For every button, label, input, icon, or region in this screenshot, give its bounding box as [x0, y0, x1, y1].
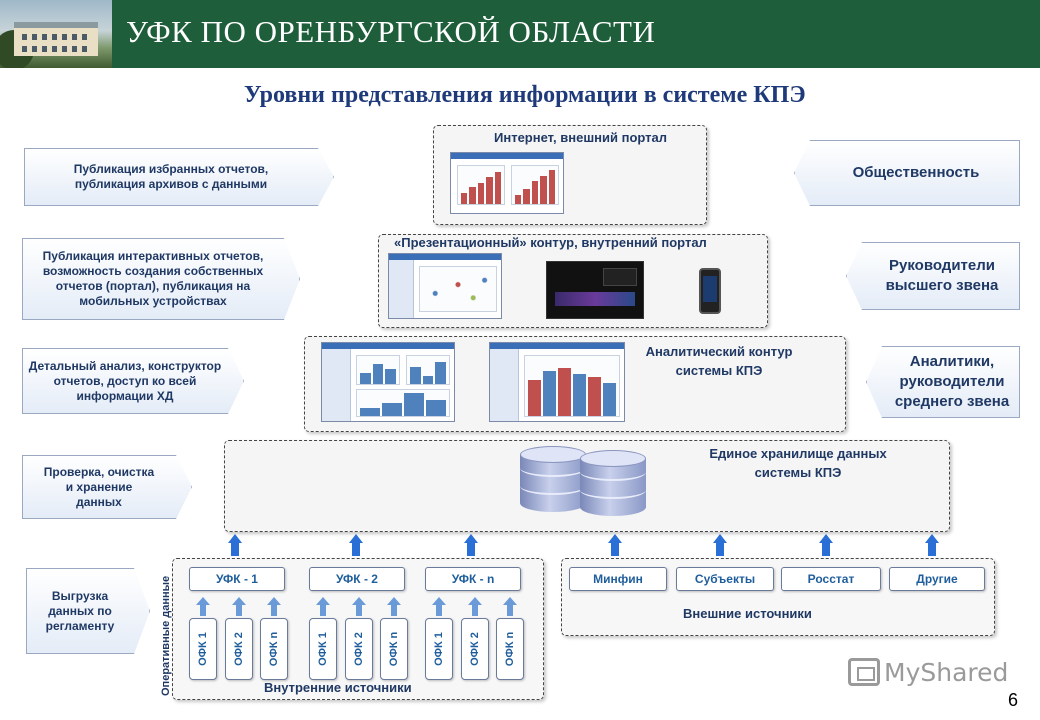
level-presentation-label: «Презентационный» контур, внутренний пор…: [394, 235, 707, 250]
source-subjects: Субъекты: [676, 567, 774, 591]
ofk-box: ОФК 1: [189, 618, 217, 680]
right-arrow-top-managers: Руководители высшего звена: [846, 242, 1020, 310]
up-arrow-external-4: [925, 534, 939, 556]
ofk-box: ОФК n: [380, 618, 408, 680]
header-banner: УФК ПО ОРЕНБУРГСКОЙ ОБЛАСТИ: [0, 0, 1040, 68]
analytic-screenshot-2: [489, 342, 625, 422]
external-sources-label: Внешние источники: [683, 606, 812, 621]
right-arrow-public: Общественность: [794, 140, 1020, 206]
ufk-1-box: УФК - 1: [189, 567, 285, 591]
small-up-arrow: [267, 597, 281, 616]
database-icon-1: [520, 446, 586, 520]
level-analytic-label: Аналитический контур системы КПЭ: [645, 344, 793, 378]
ofk-box: ОФК n: [260, 618, 288, 680]
header-title: УФК ПО ОРЕНБУРГСКОЙ ОБЛАСТИ: [126, 14, 656, 49]
operational-data-label: Оперативные данные: [160, 575, 172, 696]
source-other: Другие: [889, 567, 985, 591]
internal-sources-label: Внутренние источники: [264, 680, 412, 695]
ufk-2-box: УФК - 2: [309, 567, 405, 591]
myshared-logo: MyShared: [848, 656, 1008, 692]
ofk-box: ОФК 2: [225, 618, 253, 680]
ufk-n-box: УФК - n: [425, 567, 521, 591]
up-arrow-external-2: [713, 534, 727, 556]
small-up-arrow: [468, 597, 482, 616]
small-up-arrow: [232, 597, 246, 616]
left-arrow-export: Выгрузка данных по регламенту: [26, 568, 150, 654]
right-arrow-analysts: Аналитики, руководители среднего звена: [866, 346, 1020, 418]
page-number: 6: [1008, 690, 1019, 710]
small-up-arrow: [387, 597, 401, 616]
internet-portal-screenshot: [450, 152, 564, 214]
left-arrow-publication: Публикация избранных отчетов, публикация…: [24, 148, 334, 206]
dashboard-screenshot: [546, 261, 644, 319]
up-arrow-external-3: [819, 534, 833, 556]
ofk-box: ОФК 2: [461, 618, 489, 680]
level-internet-label: Интернет, внешний портал: [494, 130, 668, 145]
source-rosstat: Росстат: [781, 567, 881, 591]
small-up-arrow: [352, 597, 366, 616]
level-storage-label: Единое хранилище данных системы КПЭ: [709, 446, 887, 480]
mobile-phone-icon: [699, 268, 721, 314]
small-up-arrow: [316, 597, 330, 616]
ofk-box: ОФК 1: [309, 618, 337, 680]
up-arrow-external-1: [608, 534, 622, 556]
logo-icon: [848, 658, 880, 686]
left-arrow-analysis: Детальный анализ, конструктор отчетов, д…: [22, 348, 244, 414]
left-arrow-interactive: Публикация интерактивных отчетов, возмож…: [22, 238, 300, 320]
source-minfin: Минфин: [569, 567, 667, 591]
ofk-box: ОФК n: [496, 618, 524, 680]
page-title: Уровни представления информации в систем…: [244, 82, 806, 108]
database-icon-2: [580, 450, 646, 524]
analytic-screenshot-1: [321, 342, 455, 422]
small-up-arrow: [196, 597, 210, 616]
small-up-arrow: [503, 597, 517, 616]
up-arrow-internal-1: [228, 534, 242, 556]
left-arrow-cleansing: Проверка, очистка и хранение данных: [22, 455, 192, 519]
building-photo: [0, 0, 112, 68]
up-arrow-internal-2: [349, 534, 363, 556]
up-arrow-internal-3: [464, 534, 478, 556]
presentation-screenshot: [388, 253, 502, 319]
ofk-box: ОФК 1: [425, 618, 453, 680]
ofk-box: ОФК 2: [345, 618, 373, 680]
small-up-arrow: [432, 597, 446, 616]
